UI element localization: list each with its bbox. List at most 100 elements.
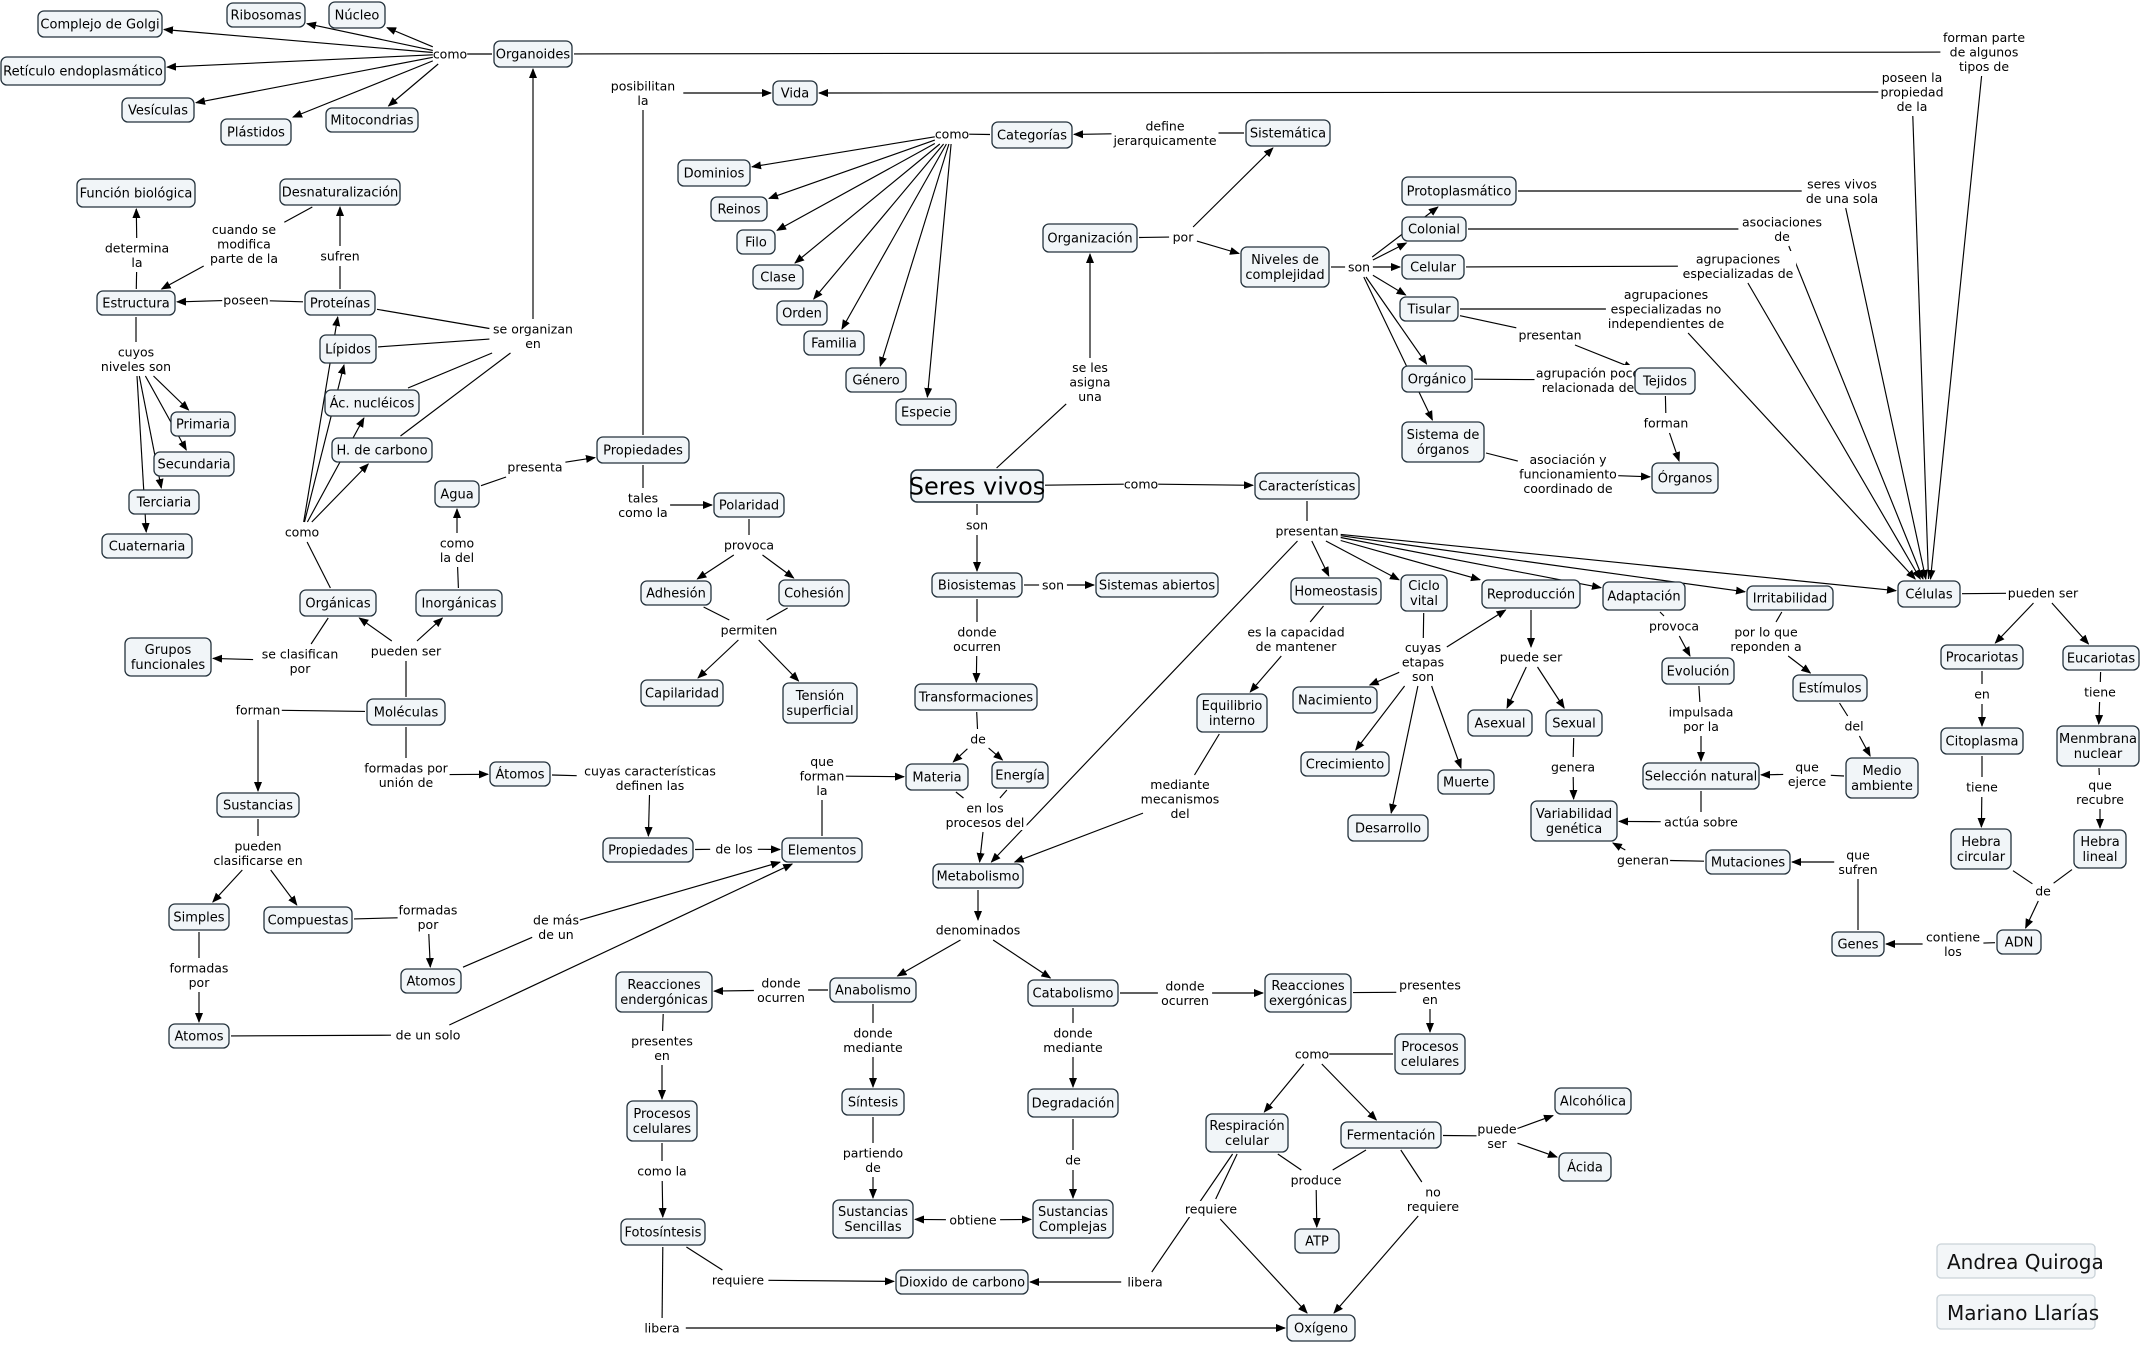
connector-fotosintesis-libera2: [661, 1246, 664, 1319]
concept-simples: Simples: [168, 903, 230, 931]
connector-asociacion-organos: [1618, 472, 1651, 481]
svg-text:Propiedades: Propiedades: [608, 844, 688, 859]
link-libera2: libera: [640, 1320, 684, 1336]
connector-que_forman-materia: [845, 772, 905, 781]
connector-por_lo_que-estimulos: [1787, 655, 1812, 674]
connector-reacciones_end-presentes_en1: [662, 1013, 664, 1032]
svg-text:Evolución: Evolución: [1667, 665, 1730, 680]
connector-puede_ser1-asexual: [1506, 666, 1527, 709]
link-denominados: denominados: [936, 922, 1020, 938]
link-requiere1: requiere: [709, 1272, 767, 1288]
svg-text:sufren: sufren: [320, 249, 359, 264]
svg-text:Muerte: Muerte: [1443, 776, 1489, 791]
connector-energia-en_procesos: [999, 789, 1008, 799]
connector-seres_sola-celulas: [1845, 207, 1928, 580]
connector-agrup_no-celulas: [1687, 332, 1916, 580]
concept-seres-vivos: Seres vivos: [909, 469, 1045, 503]
svg-text:Simples: Simples: [173, 911, 224, 926]
connector-homeostasis-es_capacidad: [1309, 605, 1324, 623]
concept-ac-nucleicos: Ác. nucléicos: [324, 389, 420, 417]
link-son-bio: son: [965, 517, 989, 533]
svg-text:Polaridad: Polaridad: [719, 499, 779, 514]
connector-de_adn-adn: [2025, 900, 2039, 929]
svg-text:actúa sobre: actúa sobre: [1664, 815, 1738, 830]
svg-text:Adhesión: Adhesión: [646, 587, 706, 602]
svg-text:de los: de los: [715, 842, 752, 857]
svg-text:Andrea Quiroga: Andrea Quiroga: [1947, 1250, 2104, 1274]
svg-text:forman: forman: [236, 703, 281, 718]
link-pueden-ser2: pueden ser: [2008, 585, 2079, 601]
svg-text:de: de: [2035, 884, 2051, 899]
svg-text:Compuestas: Compuestas: [268, 914, 349, 929]
concept-organicas: Orgánicas: [299, 589, 377, 617]
svg-text:Propiedades: Propiedades: [603, 444, 683, 459]
connector-hebra_circular-de_adn: [2012, 870, 2033, 885]
svg-text:Filo: Filo: [745, 236, 767, 251]
connector-como_org-golgi: [163, 26, 433, 54]
concept-categorias: Categorías: [991, 121, 1073, 149]
svg-text:Retículo endoplasmático: Retículo endoplasmático: [3, 65, 163, 80]
svg-text:como: como: [285, 525, 319, 540]
link-tiene1: tiene: [1963, 779, 2001, 795]
concept-agua: Agua: [434, 480, 480, 508]
svg-text:Crecimiento: Crecimiento: [1306, 758, 1385, 773]
connector-cuyas_car-propiedades2: [644, 794, 653, 837]
concept-sexual: Sexual: [1545, 709, 1603, 737]
svg-text:Ribosomas: Ribosomas: [231, 9, 302, 24]
svg-text:libera: libera: [644, 1321, 679, 1336]
connector-materia-en_procesos: [955, 791, 964, 799]
concept-caracteristicas: Características: [1254, 472, 1360, 500]
connector-presentan_tis-tejidos: [1574, 344, 1634, 369]
concept-muerte: Muerte: [1437, 769, 1495, 795]
connector-que_ejerce-seleccion: [1760, 770, 1784, 779]
svg-text:Alcohólica: Alcohólica: [1560, 1095, 1626, 1110]
link-por: por: [1171, 229, 1195, 245]
svg-text:Átomos: Átomos: [495, 767, 544, 783]
connector-provoca1-cohesion: [762, 554, 795, 579]
connector-presentan-adaptacion: [1340, 536, 1602, 590]
connector-permiten-capilaridad: [697, 639, 739, 679]
connector-celular-agrup_esp: [1465, 265, 1678, 268]
link-como-mol: como: [285, 524, 319, 540]
concept-adn: ADN: [1996, 929, 2042, 955]
concept-h-carbono: H. de carbono: [331, 437, 433, 463]
concept-atomos3: Atomos: [168, 1023, 230, 1049]
connector-de_mat-energia: [988, 747, 1004, 761]
svg-text:Núcleo: Núcleo: [335, 9, 380, 24]
svg-text:obtiene: obtiene: [949, 1213, 997, 1228]
svg-text:Primaria: Primaria: [176, 418, 230, 433]
svg-text:Anabolismo: Anabolismo: [835, 984, 911, 999]
concept-seleccion: Selección natural: [1642, 762, 1760, 790]
link-poseen: poseen: [223, 292, 269, 308]
svg-text:Transformaciones: Transformaciones: [918, 691, 1034, 706]
svg-text:Especie: Especie: [901, 406, 951, 421]
connector-define-categorias: [1073, 130, 1112, 139]
svg-text:Órganos: Órganos: [1658, 471, 1713, 487]
connector-como_cat-reinos: [768, 139, 935, 200]
link-provoca1: provoca: [723, 537, 775, 553]
